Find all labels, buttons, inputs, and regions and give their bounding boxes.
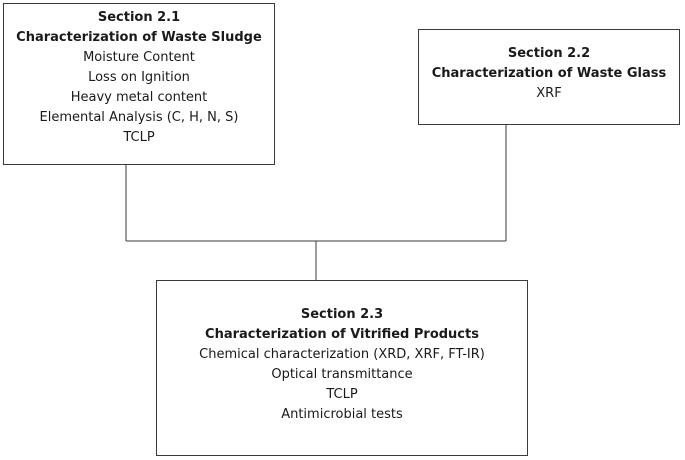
section-2-3-item: TCLP bbox=[326, 387, 358, 402]
section-2-2-number: Section 2.2 bbox=[507, 46, 591, 61]
section-2-3-box: Section 2.3 Characterization of Vitrifie… bbox=[156, 280, 528, 456]
section-2-3-item: Optical transmittance bbox=[271, 367, 413, 382]
section-2-3-item: Antimicrobial tests bbox=[281, 407, 403, 422]
section-2-1-box: Section 2.1 Characterization of Waste Sl… bbox=[3, 3, 275, 165]
section-2-3-number: Section 2.3 bbox=[300, 307, 384, 322]
section-2-1-item: Loss on Ignition bbox=[88, 70, 190, 85]
section-2-1-number: Section 2.1 bbox=[97, 10, 181, 25]
section-2-3-item: Chemical characterization (XRD, XRF, FT-… bbox=[199, 347, 485, 362]
section-2-2-box: Section 2.2 Characterization of Waste Gl… bbox=[418, 29, 680, 125]
section-2-2-title: Characterization of Waste Glass bbox=[431, 66, 667, 81]
section-2-1-item: TCLP bbox=[123, 130, 155, 145]
section-2-1-item: Heavy metal content bbox=[70, 90, 208, 105]
section-2-3-title: Characterization of Vitrified Products bbox=[205, 327, 479, 342]
section-2-1-item: Moisture Content bbox=[83, 50, 195, 65]
section-2-2-item: XRF bbox=[536, 86, 562, 101]
section-2-1-title: Characterization of Waste Sludge bbox=[16, 30, 262, 45]
section-2-1-item: Elemental Analysis (C, H, N, S) bbox=[39, 110, 239, 125]
